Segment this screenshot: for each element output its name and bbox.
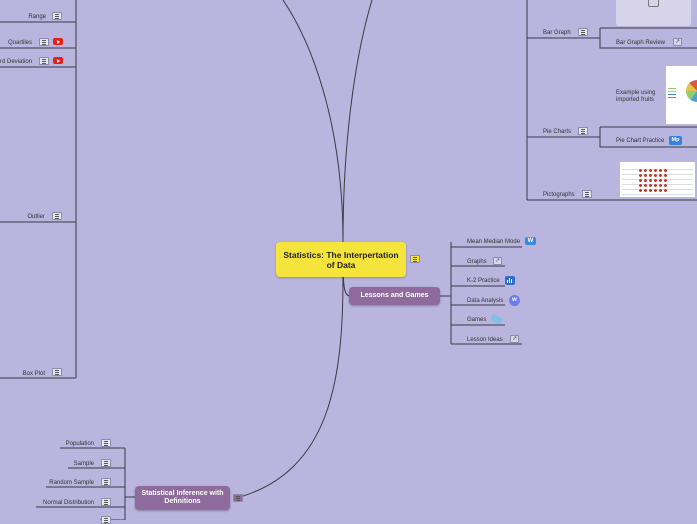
notes-icon[interactable] bbox=[52, 212, 62, 220]
weebly-icon[interactable]: W bbox=[525, 237, 536, 245]
notes-icon[interactable] bbox=[101, 439, 111, 447]
subtopic-statistical-inference[interactable]: Statistical Inference with Definitions bbox=[135, 486, 230, 510]
lessons-title: Lessons and Games bbox=[360, 292, 429, 299]
node-quartiles[interactable]: Quartiles bbox=[7, 40, 32, 46]
notes-icon[interactable] bbox=[101, 498, 111, 506]
node-data-analysis[interactable]: Data Analysis bbox=[467, 298, 504, 304]
node-sample[interactable]: Sample bbox=[73, 461, 94, 467]
notes-icon[interactable] bbox=[233, 494, 243, 502]
notes-icon[interactable] bbox=[101, 478, 111, 486]
external-link-icon[interactable] bbox=[510, 335, 519, 343]
node-normal-distribution[interactable]: Normal Distribution bbox=[42, 500, 94, 506]
notes-icon[interactable] bbox=[578, 127, 588, 135]
node-box-plot[interactable]: Box Plot bbox=[22, 371, 45, 377]
external-link-icon[interactable] bbox=[673, 38, 682, 46]
node-pie-chart-practice[interactable]: Pie Chart Practice bbox=[616, 138, 665, 144]
notes-icon[interactable] bbox=[39, 38, 49, 46]
chart-app-icon[interactable] bbox=[505, 276, 515, 285]
node-range[interactable]: Range bbox=[28, 14, 46, 20]
notes-icon[interactable] bbox=[101, 516, 111, 524]
notes-icon[interactable] bbox=[52, 12, 62, 20]
node-standard-deviation[interactable]: rd Deviation bbox=[0, 59, 33, 65]
subtopic-lessons-and-games[interactable]: Lessons and Games bbox=[349, 287, 440, 305]
youtube-icon[interactable] bbox=[53, 57, 63, 64]
node-population[interactable]: Population bbox=[65, 441, 94, 447]
node-bar-graph-review[interactable]: Bar Graph Review bbox=[616, 40, 666, 46]
central-topic-title: Statistics: The Interpertation of Data bbox=[283, 249, 399, 270]
youtube-icon[interactable] bbox=[53, 38, 63, 45]
node-random-sample[interactable]: Random Sample bbox=[49, 480, 94, 486]
pie-chart-image[interactable] bbox=[666, 66, 697, 124]
node-graphs[interactable]: Graphs bbox=[467, 259, 487, 265]
mathplayground-icon[interactable]: Mp bbox=[669, 136, 682, 145]
pictograph-image[interactable] bbox=[620, 162, 695, 197]
notes-icon[interactable] bbox=[410, 255, 420, 263]
node-pictographs[interactable]: Pictographs bbox=[543, 192, 575, 198]
wordwall-icon[interactable]: w bbox=[509, 295, 520, 306]
bar-graph-image[interactable] bbox=[616, 0, 691, 26]
node-games[interactable]: Games bbox=[467, 317, 487, 323]
node-mean-median-mode[interactable]: Mean Median Mode bbox=[467, 239, 521, 245]
inference-title: Statistical Inference with Definitions bbox=[141, 490, 224, 505]
central-topic[interactable]: Statistics: The Interpertation of Data bbox=[276, 242, 406, 277]
node-outlier[interactable]: Outlier bbox=[27, 214, 45, 220]
node-k2-practice[interactable]: K-2 Practice bbox=[467, 278, 500, 284]
notes-icon[interactable] bbox=[578, 28, 588, 36]
external-link-icon[interactable] bbox=[493, 257, 502, 265]
node-lesson-ideas[interactable]: Lesson Ideas bbox=[467, 337, 503, 343]
camera-icon bbox=[648, 0, 659, 7]
notes-icon[interactable] bbox=[101, 459, 111, 467]
node-pie-example[interactable]: Example using imported fruits bbox=[616, 90, 656, 103]
notes-icon[interactable] bbox=[52, 368, 62, 376]
notes-icon[interactable] bbox=[582, 190, 592, 198]
node-pie-charts[interactable]: Pie Charts bbox=[543, 129, 572, 135]
node-bar-graph[interactable]: Bar Graph bbox=[543, 30, 571, 36]
notes-icon[interactable] bbox=[39, 57, 49, 65]
